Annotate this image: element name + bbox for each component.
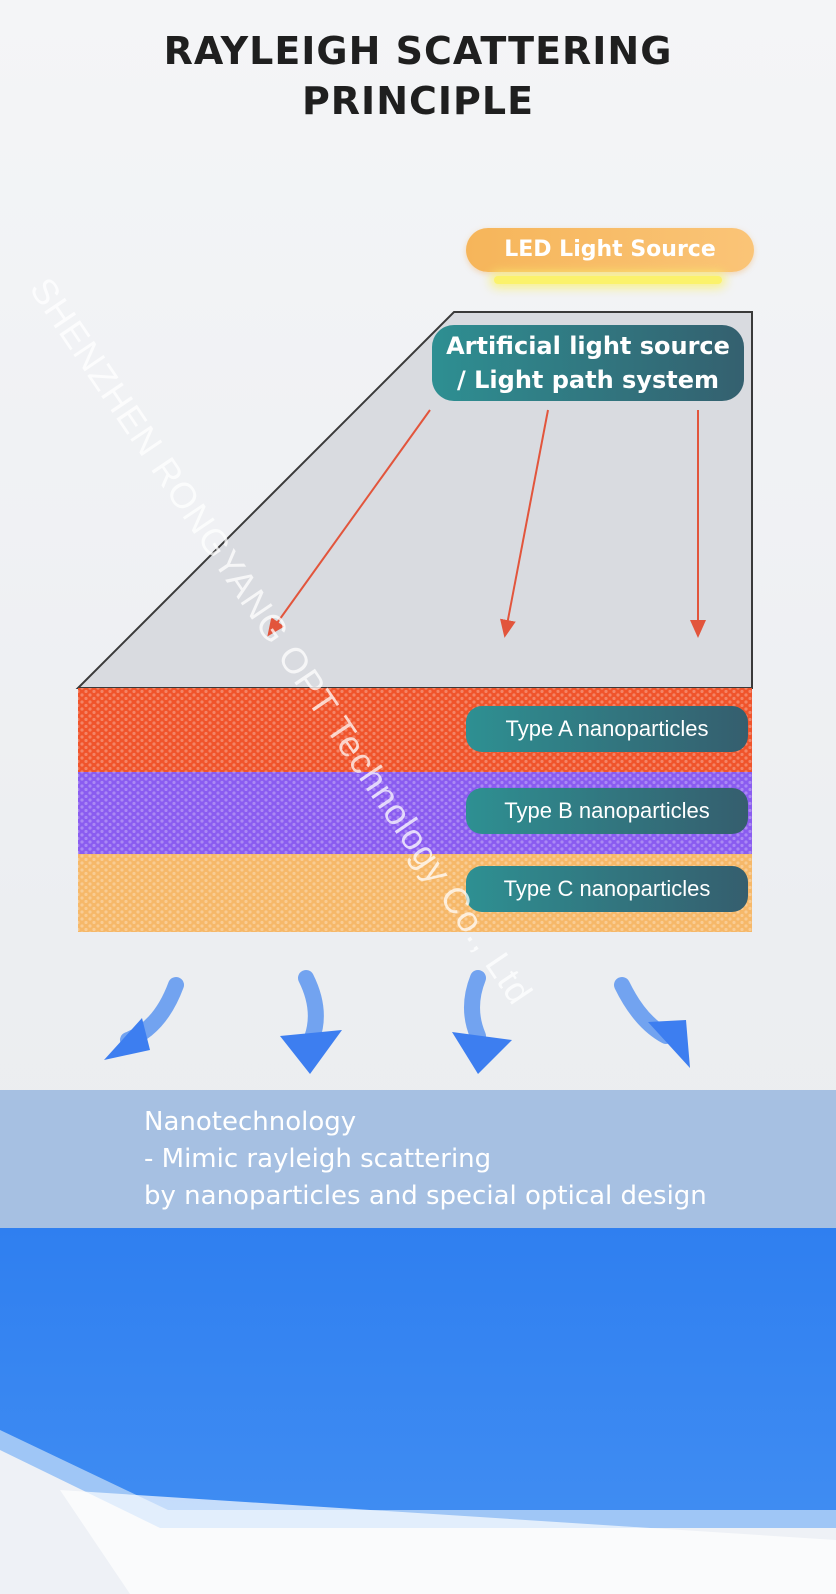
description-text: Nanotechnology - Mimic rayleigh scatteri… — [144, 1104, 707, 1215]
led-light-source-label: LED Light Source — [466, 228, 754, 272]
blue-panel-bottom-glow — [60, 1490, 836, 1594]
type-a-label: Type A nanoparticles — [466, 706, 748, 752]
title-line-2: PRINCIPLE — [301, 79, 535, 123]
title-line-1: RAYLEIGH SCATTERING — [163, 29, 673, 73]
page-title: RAYLEIGH SCATTERING PRINCIPLE — [0, 26, 836, 126]
scatter-arrow-4 — [614, 977, 690, 1068]
light-path-system-label: Artificial light source / Light path sys… — [432, 325, 744, 401]
description-line-1: Nanotechnology — [144, 1107, 357, 1137]
led-glow-strip — [494, 276, 722, 284]
blue-panel-face — [0, 1228, 836, 1510]
scatter-arrow-1 — [104, 977, 184, 1060]
light-system-line-1: Artificial light source — [446, 332, 730, 360]
scatter-arrow-3 — [452, 970, 512, 1074]
description-line-2: - Mimic rayleigh scattering — [144, 1144, 492, 1174]
type-b-label: Type B nanoparticles — [466, 788, 748, 834]
light-ray-arrow — [267, 409, 431, 637]
description-line-3: by nanoparticles and special optical des… — [144, 1181, 707, 1211]
type-c-label: Type C nanoparticles — [466, 866, 748, 912]
light-system-line-2: / Light path system — [457, 366, 719, 394]
scatter-arrow-2 — [280, 970, 342, 1074]
light-ray-arrow — [500, 409, 549, 638]
description-band — [0, 1090, 836, 1228]
